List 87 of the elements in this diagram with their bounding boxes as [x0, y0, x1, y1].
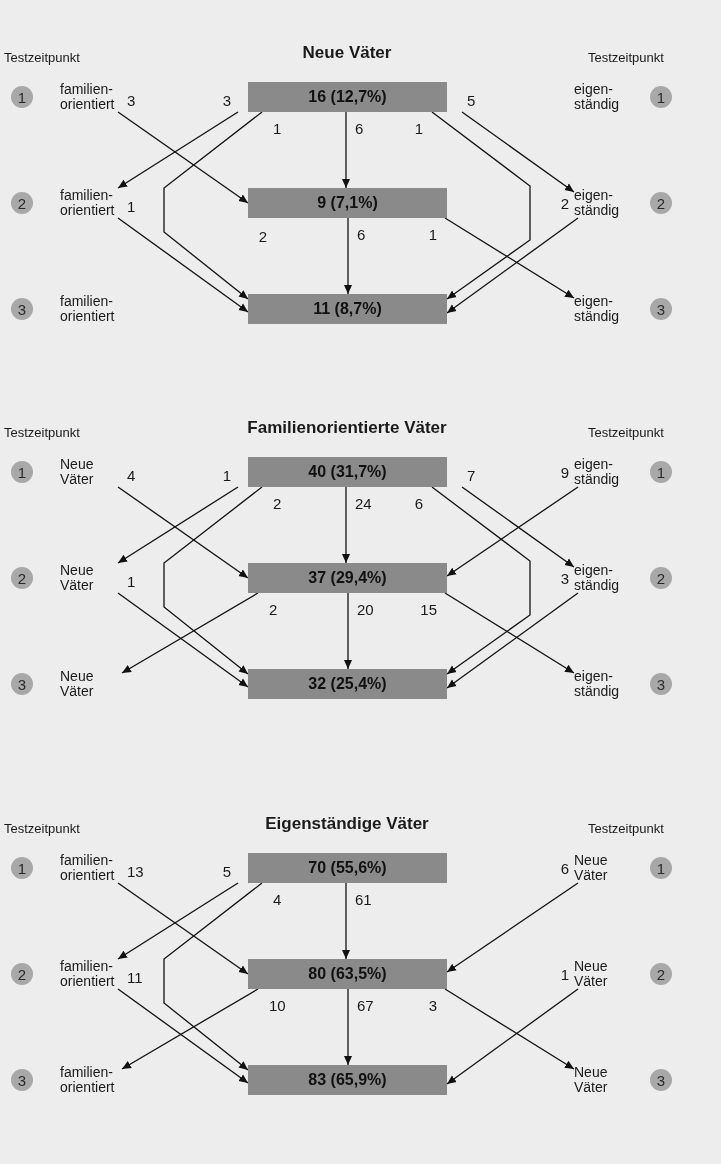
- arrow: [121, 988, 259, 1070]
- arrow: [446, 486, 579, 577]
- category-label: eigen-ständig: [574, 82, 621, 112]
- category-label: familien-orientiert: [60, 188, 116, 218]
- timepoint-marker: 1: [650, 857, 672, 879]
- arrow: [117, 486, 239, 564]
- arrow: [163, 882, 263, 1071]
- timepoint-marker: 1: [11, 86, 33, 108]
- timepoint-marker: 1: [650, 461, 672, 483]
- count-bar: 37 (29,4%): [248, 563, 447, 593]
- category-label: eigen-ständig: [574, 457, 621, 487]
- panel-title: Eigenständige Väter: [265, 814, 429, 834]
- panel-title: Familienorientierte Väter: [247, 418, 447, 438]
- category-label: Neue Väter: [60, 457, 95, 487]
- arrow: [446, 988, 579, 1085]
- axis-heading: Testzeitpunkt: [588, 821, 664, 836]
- count-bar: 32 (25,4%): [248, 669, 447, 699]
- count-bar: 9 (7,1%): [248, 188, 447, 218]
- arrow: [444, 217, 575, 299]
- arrow: [117, 988, 249, 1084]
- category-label: familien-orientiert: [60, 82, 116, 112]
- category-label: Neue Väter: [574, 959, 609, 989]
- count-bar: 80 (63,5%): [248, 959, 447, 989]
- timepoint-marker: 2: [650, 963, 672, 985]
- axis-heading: Testzeitpunkt: [588, 50, 664, 65]
- arrow: [461, 486, 575, 568]
- arrow: [117, 111, 239, 189]
- timepoint-marker: 1: [11, 461, 33, 483]
- timepoint-marker: 1: [650, 86, 672, 108]
- timepoint-marker: 3: [650, 298, 672, 320]
- arrow: [431, 111, 531, 300]
- arrow: [344, 217, 352, 295]
- arrow: [342, 111, 350, 189]
- timepoint-marker: 3: [650, 673, 672, 695]
- category-label: Neue Väter: [60, 669, 95, 699]
- timepoint-marker: 1: [11, 857, 33, 879]
- category-label: Neue Väter: [574, 853, 609, 883]
- category-label: eigen-ständig: [574, 188, 621, 218]
- arrow: [446, 217, 579, 314]
- axis-heading: Testzeitpunkt: [4, 50, 80, 65]
- category-label: eigen-ständig: [574, 669, 621, 699]
- arrow: [446, 592, 579, 689]
- arrow: [344, 592, 352, 670]
- timepoint-marker: 2: [11, 963, 33, 985]
- timepoint-marker: 2: [11, 567, 33, 589]
- timepoint-marker: 3: [11, 673, 33, 695]
- arrow: [446, 882, 579, 973]
- arrow: [117, 882, 249, 975]
- count-bar: 11 (8,7%): [248, 294, 447, 324]
- axis-heading: Testzeitpunkt: [4, 821, 80, 836]
- arrow: [117, 217, 249, 313]
- axis-heading: Testzeitpunkt: [4, 425, 80, 440]
- category-label: familien-orientiert: [60, 1065, 116, 1095]
- count-bar: 70 (55,6%): [248, 853, 447, 883]
- arrow: [461, 111, 575, 193]
- number-label: 2: [258, 228, 268, 244]
- count-bar: 40 (31,7%): [248, 457, 447, 487]
- category-label: familien-orientiert: [60, 853, 116, 883]
- timepoint-marker: 3: [650, 1069, 672, 1091]
- arrow: [117, 592, 249, 688]
- arrow: [163, 486, 263, 675]
- timepoint-marker: 3: [11, 1069, 33, 1091]
- arrow: [342, 882, 350, 960]
- count-bar: 83 (65,9%): [248, 1065, 447, 1095]
- panel-title: Neue Väter: [302, 43, 392, 63]
- arrow: [444, 592, 575, 674]
- arrow: [117, 882, 239, 960]
- arrow: [121, 592, 259, 674]
- arrow: [342, 486, 350, 564]
- arrow: [117, 486, 249, 579]
- category-label: Neue Väter: [60, 563, 95, 593]
- count-bar: 16 (12,7%): [248, 82, 447, 112]
- category-label: eigen-ständig: [574, 563, 621, 593]
- timepoint-marker: 2: [650, 567, 672, 589]
- axis-heading: Testzeitpunkt: [588, 425, 664, 440]
- timepoint-marker: 3: [11, 298, 33, 320]
- category-label: familien-orientiert: [60, 959, 116, 989]
- arrow: [431, 486, 531, 675]
- category-label: eigen-ständig: [574, 294, 621, 324]
- arrow: [344, 988, 352, 1066]
- category-label: familien-orientiert: [60, 294, 116, 324]
- category-label: Neue Väter: [574, 1065, 609, 1095]
- timepoint-marker: 2: [11, 192, 33, 214]
- arrow: [117, 111, 249, 204]
- timepoint-marker: 2: [650, 192, 672, 214]
- arrow: [444, 988, 575, 1070]
- arrow: [163, 111, 263, 300]
